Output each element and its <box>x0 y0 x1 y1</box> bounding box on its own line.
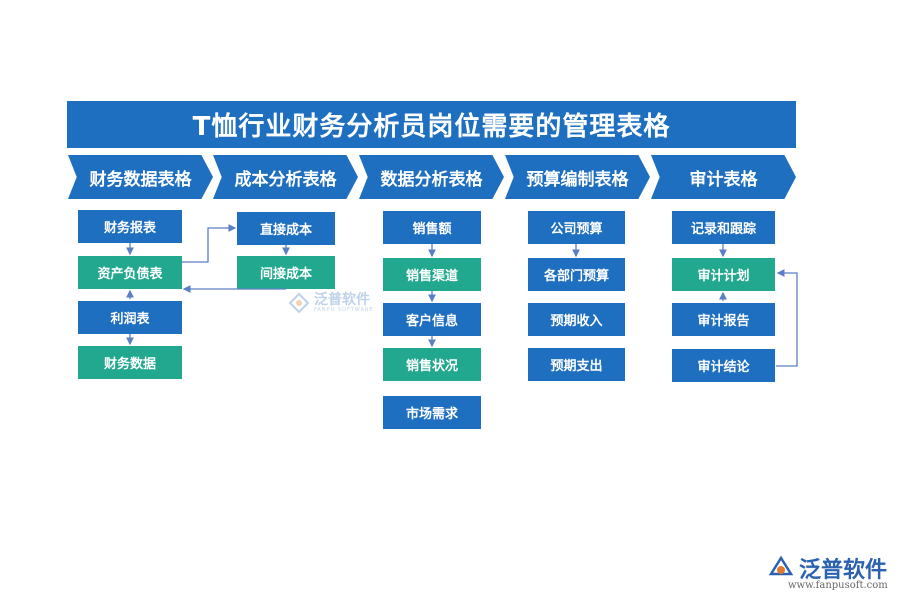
node-sales-amount: 销售额 <box>383 211 481 244</box>
node-audit-report: 审计报告 <box>672 303 775 336</box>
header-data-analysis: 数据分析表格 <box>359 155 504 199</box>
node-sales-channel: 销售渠道 <box>383 258 481 291</box>
fanpu-brand-icon <box>768 555 794 576</box>
node-expected-income: 预期收入 <box>528 303 625 336</box>
node-financial-data: 财务数据 <box>78 346 182 379</box>
brand-url: www.fanpusoft.com <box>788 580 888 591</box>
page-title: T恤行业财务分析员岗位需要的管理表格 <box>67 101 796 148</box>
brand-logo: 泛普软件 <box>767 552 887 584</box>
header-budget: 预算编制表格 <box>505 155 650 199</box>
node-income-statement: 利润表 <box>78 301 182 334</box>
watermark: 泛普软件 FANPU SOFTWARE <box>288 292 374 314</box>
header-audit: 审计表格 <box>651 155 796 199</box>
node-indirect-cost: 间接成本 <box>237 256 335 289</box>
arrow-balance-to-direct-cost <box>182 224 237 263</box>
node-audit-plan: 审计计划 <box>672 258 775 291</box>
node-department-budget: 各部门预算 <box>528 258 625 291</box>
node-market-demand: 市场需求 <box>383 396 481 429</box>
node-balance-sheet: 资产负债表 <box>78 256 182 289</box>
watermark-sub: FANPU SOFTWARE <box>314 307 374 313</box>
arrow-conclusion-to-plan <box>776 269 798 367</box>
header-financial-data: 财务数据表格 <box>68 155 213 199</box>
node-customer-info: 客户信息 <box>383 303 481 336</box>
node-expected-expense: 预期支出 <box>528 348 625 381</box>
node-audit-conclusion: 审计结论 <box>672 349 775 382</box>
fanpu-logo-icon <box>288 292 310 314</box>
brand-name: 泛普软件 <box>799 558 888 583</box>
watermark-name: 泛普软件 <box>314 292 370 308</box>
node-financial-report: 财务报表 <box>78 210 182 243</box>
node-direct-cost: 直接成本 <box>237 212 335 245</box>
node-company-budget: 公司预算 <box>528 211 625 244</box>
node-sales-status: 销售状况 <box>383 348 481 381</box>
node-record-tracking: 记录和跟踪 <box>672 211 775 244</box>
header-cost-analysis: 成本分析表格 <box>213 155 358 199</box>
